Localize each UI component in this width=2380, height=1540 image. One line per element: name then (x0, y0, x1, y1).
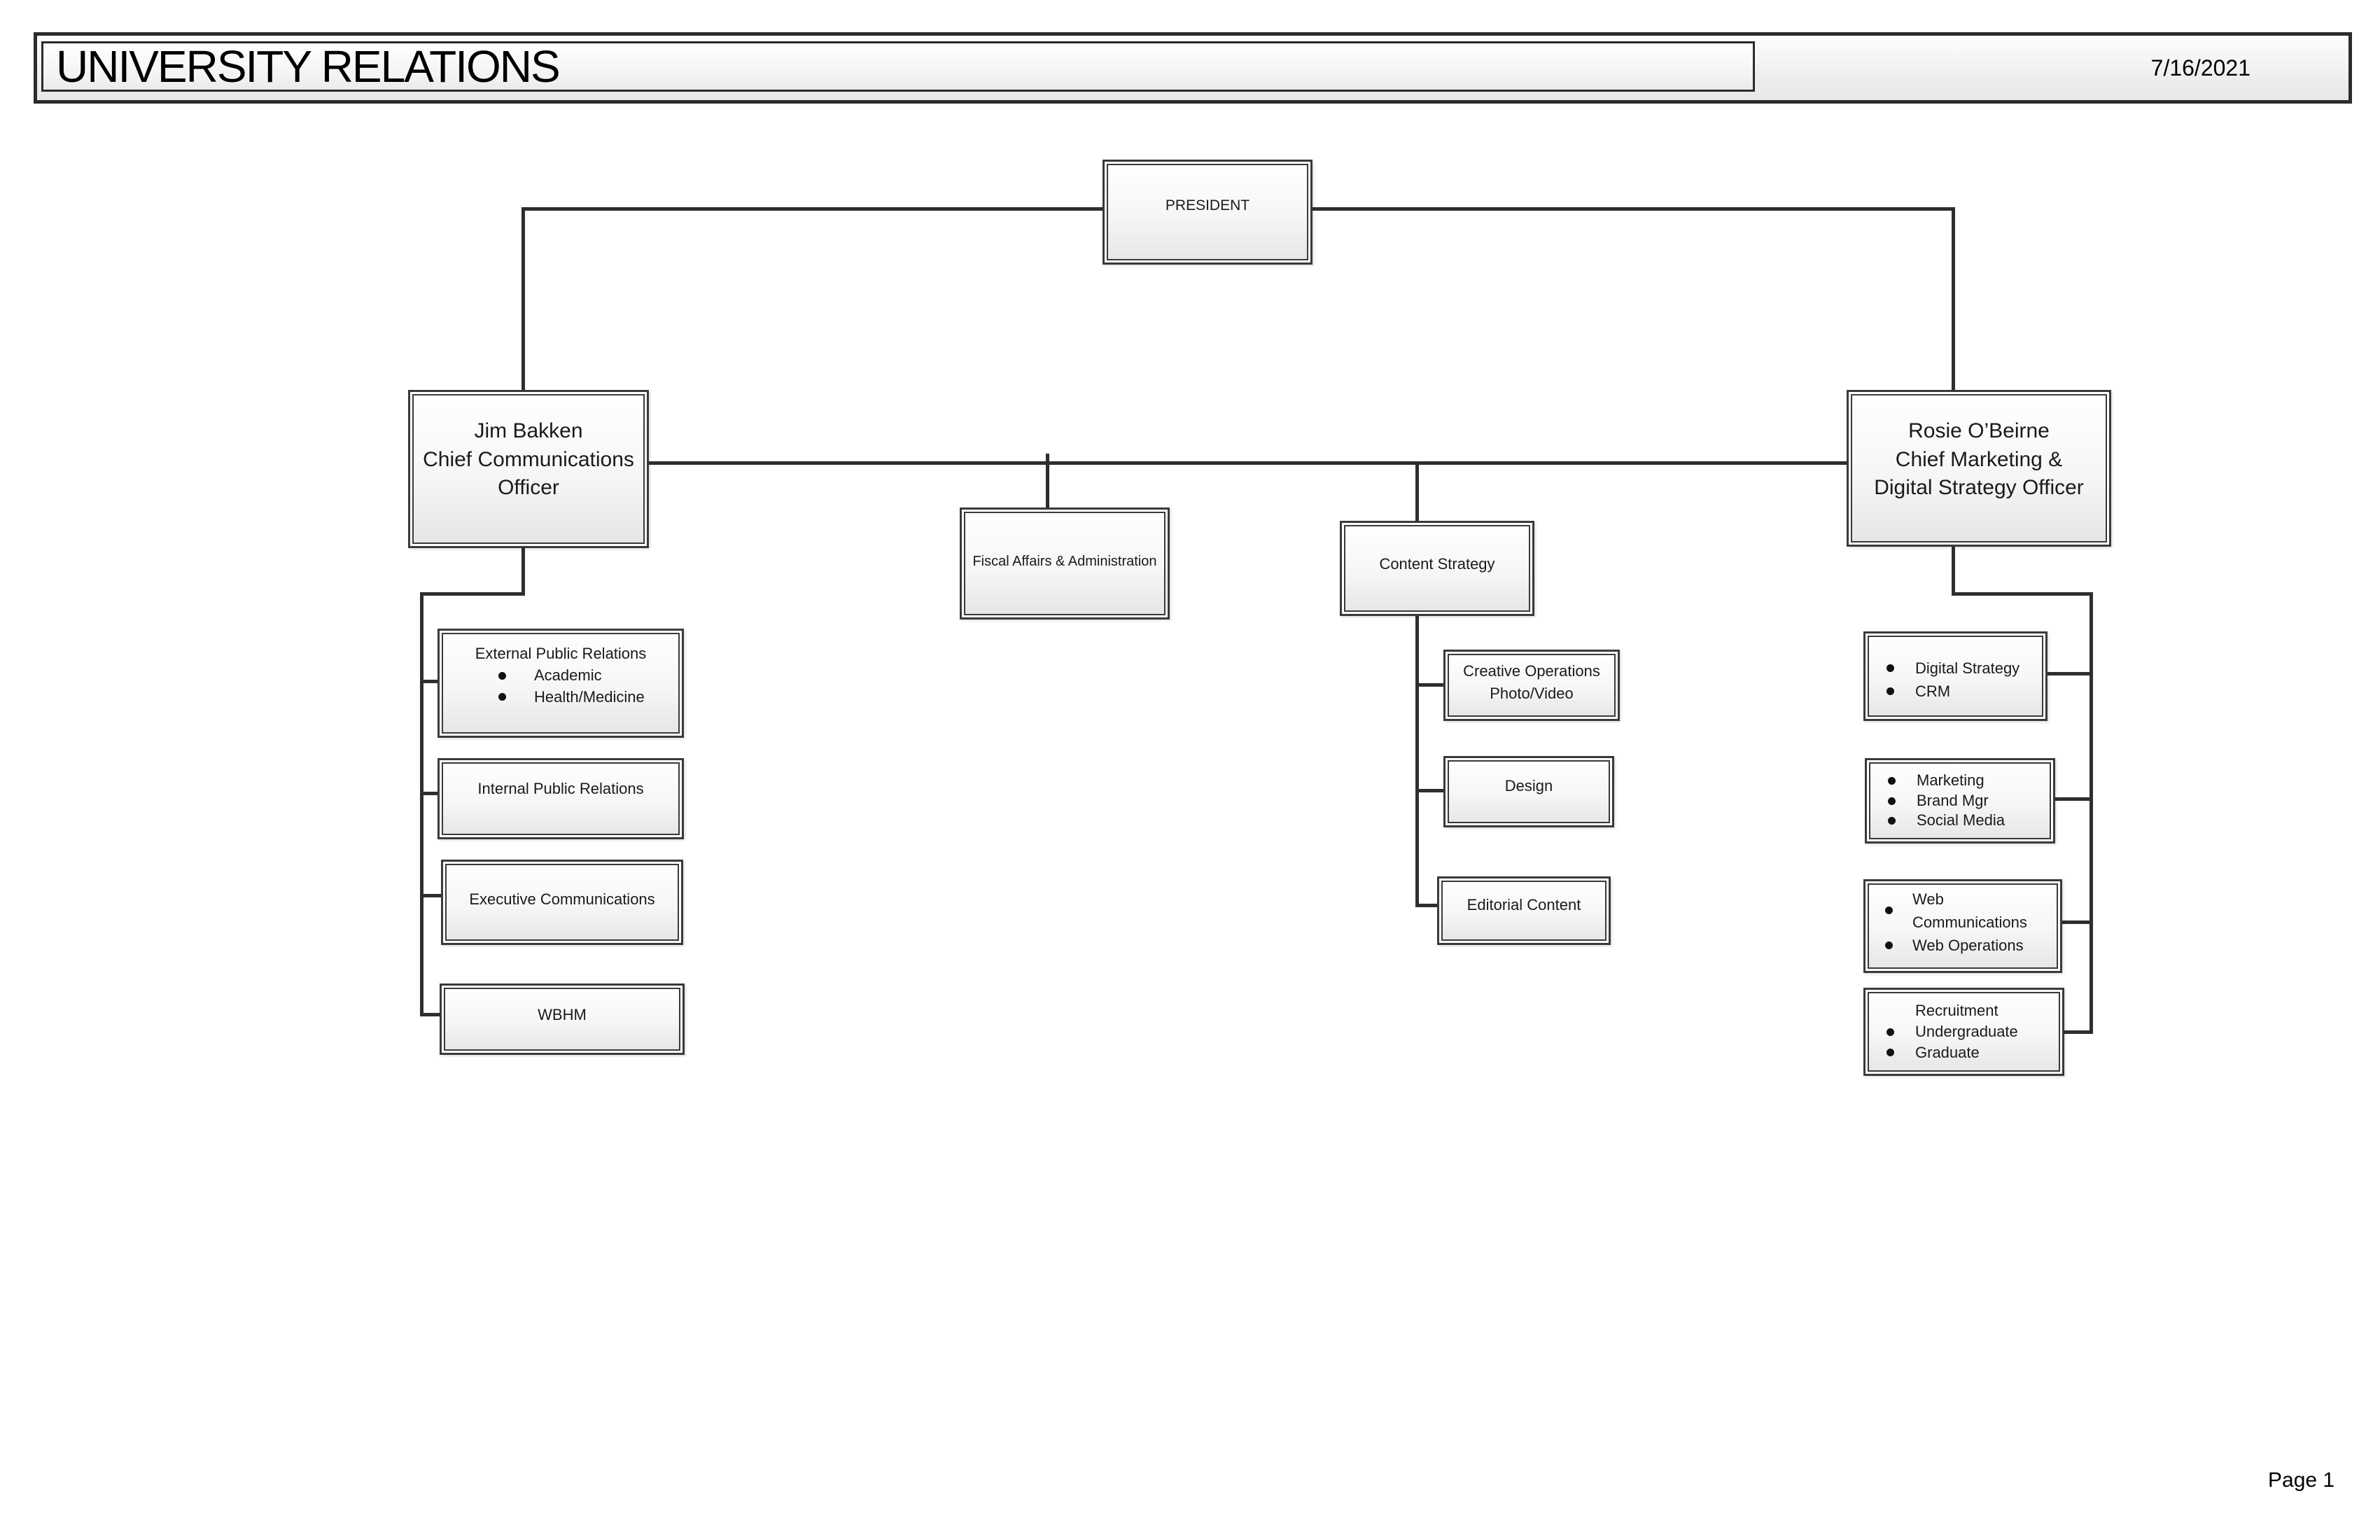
bullet-item: Health/Medicine (440, 687, 682, 708)
node-wbhm: WBHM (440, 983, 685, 1055)
node-label: External Public Relations (475, 645, 647, 662)
connector-stem-fiscal (1046, 454, 1049, 514)
bullet-dot (1885, 941, 1893, 949)
report-date: 7/16/2021 (2150, 55, 2250, 80)
bullet-item: Digital Strategy (1865, 657, 2045, 680)
node-label: WBHM (538, 1005, 587, 1023)
bullet-dot (1888, 776, 1896, 785)
node-label: Recruitment (1915, 1002, 1998, 1020)
page-number: Page 1 (2268, 1469, 2335, 1492)
connector-drop-to-cmdso (1952, 207, 1955, 390)
connector-right-spine (2090, 592, 2093, 1034)
bullet-item: Undergraduate (1865, 1021, 2062, 1042)
node-web-communications-operations: Web Communications Web Operations (1863, 879, 2062, 973)
bullet-item: Brand Mgr (1867, 791, 2053, 811)
node-content-strategy: Content Strategy (1340, 521, 1534, 616)
node-design: Design (1443, 756, 1614, 827)
node-label: Editorial Content (1466, 895, 1581, 913)
connector-middle-spine (1415, 616, 1419, 906)
node-label: Creative Operations (1463, 662, 1600, 680)
connector-president-right (1312, 207, 1953, 211)
connector-stub-executive-comms (420, 894, 444, 897)
node-external-public-relations: External Public Relations Academic Healt… (438, 629, 684, 738)
person-role-line: Digital Strategy Officer (1874, 476, 2084, 500)
connector-drop-to-cco (522, 207, 525, 390)
node-fiscal-affairs: Fiscal Affairs & Administration (960, 507, 1170, 620)
node-chief-communications-officer: Jim Bakken Chief Communications Officer (408, 390, 649, 548)
node-internal-public-relations: Internal Public Relations (438, 758, 684, 839)
connector-stub-digital-strategy (2045, 672, 2093, 676)
connector-president-left (522, 207, 1102, 211)
connector-stub-marketing (2052, 797, 2093, 801)
person-name: Jim Bakken (474, 419, 583, 443)
person-name: Rosie O’Beirne (1908, 419, 2050, 443)
person-role-line: Chief Marketing & (1895, 447, 2063, 471)
connector-stub-external-pr (420, 680, 441, 683)
page-title-text: UNIVERSITY RELATIONS (56, 41, 561, 92)
node-marketing-brand-social: Marketing Brand Mgr Social Media (1865, 758, 2055, 844)
bullet-item: Academic (440, 665, 682, 687)
connector-stub-creative-ops (1415, 683, 1446, 687)
connector-stub-recruitment (2062, 1030, 2093, 1034)
node-executive-communications: Executive Communications (441, 860, 683, 945)
node-label: Design (1504, 776, 1553, 794)
connector-stub-internal-pr (420, 792, 441, 795)
page-title: UNIVERSITY RELATIONS (41, 41, 1755, 92)
connector-stub-wbhm (420, 1013, 442, 1016)
node-label: Content Strategy (1379, 554, 1495, 573)
node-president-label: PRESIDENT (1165, 197, 1250, 214)
bullet-dot (1885, 906, 1893, 914)
person-role-line: Officer (498, 476, 559, 500)
bullet-dot (1888, 797, 1896, 805)
node-president: PRESIDENT (1102, 160, 1312, 265)
node-digital-strategy-crm: Digital Strategy CRM (1863, 631, 2047, 721)
bullet-item: Social Media (1867, 811, 2053, 831)
connector-mid-horizontal (649, 461, 1847, 465)
bullet-item: Web Communications (1865, 888, 2060, 934)
node-recruitment: Recruitment Undergraduate Graduate (1863, 988, 2064, 1076)
bullet-item: Graduate (1865, 1042, 2062, 1063)
node-chief-marketing-digital-strategy-officer: Rosie O’Beirne Chief Marketing & Digital… (1847, 390, 2111, 547)
node-label: Photo/Video (1490, 684, 1574, 702)
bullet-item: CRM (1865, 680, 2045, 703)
person-role-line: Chief Communications (423, 447, 634, 471)
connector-stub-design (1415, 789, 1446, 792)
bullet-dot (1888, 817, 1896, 825)
node-editorial-content: Editorial Content (1437, 876, 1611, 945)
header-band: UNIVERSITY RELATIONS 7/16/2021 (34, 32, 2352, 104)
connector-stem-content-strategy (1415, 461, 1419, 521)
connector-stub-web (2059, 920, 2093, 924)
bullet-dot (498, 671, 506, 680)
bullet-item: Web Operations (1865, 934, 2060, 957)
connector-left-spine (420, 592, 424, 1016)
connector-cco-elbow (420, 592, 525, 596)
node-label: Executive Communications (469, 890, 655, 908)
bullet-dot (1886, 687, 1894, 695)
bullet-dot (1886, 1049, 1894, 1057)
connector-cco-bottom (522, 548, 525, 596)
bullet-dot (498, 693, 506, 701)
bullet-dot (1886, 1028, 1894, 1036)
node-label: Internal Public Relations (477, 780, 644, 797)
bullet-item: Marketing (1867, 771, 2053, 791)
bullet-dot (1886, 664, 1894, 672)
node-label: Fiscal Affairs & Administration (972, 554, 1157, 569)
connector-cmdso-elbow (1952, 592, 2093, 596)
connector-cmdso-bottom (1952, 547, 1955, 596)
node-creative-operations: Creative Operations Photo/Video (1443, 650, 1620, 721)
connector-stub-editorial (1415, 904, 1440, 907)
